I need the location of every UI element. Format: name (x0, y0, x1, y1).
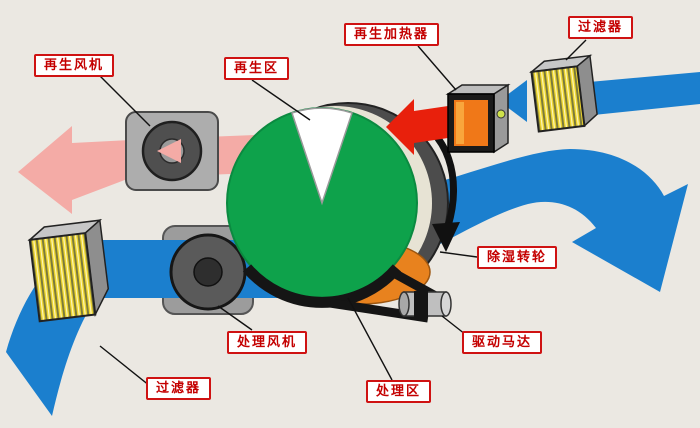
label-regen-zone: 再生区 (224, 57, 290, 80)
process-air-outlet-arrow (400, 149, 688, 292)
leader-regen-fan (99, 75, 151, 127)
regeneration-heater (445, 83, 511, 154)
label-process-fan: 处理风机 (227, 331, 308, 354)
filter-top-right (529, 54, 598, 133)
filter-bottom-left (27, 218, 110, 323)
leader-process-fan (217, 305, 253, 331)
heater-indicator-light (496, 109, 506, 119)
regeneration-fan (125, 111, 219, 191)
leader-filter-top (565, 39, 587, 61)
leader-process-zone (347, 297, 393, 381)
label-process-zone: 处理区 (366, 380, 432, 403)
leader-regen-zone (251, 79, 311, 121)
label-regen-heater: 再生加热器 (344, 23, 440, 46)
label-filter-top: 过滤器 (568, 16, 634, 39)
label-filter-bottom: 过滤器 (146, 377, 212, 400)
rotary-wheel (226, 102, 449, 305)
label-regen-fan: 再生风机 (34, 54, 115, 77)
process-fan (169, 233, 247, 311)
wheel-regen-sector (291, 107, 353, 206)
label-drive-motor: 驱动马达 (462, 331, 543, 354)
leader-regen-heater (417, 45, 457, 91)
regen-fan-arrowhead-icon (157, 139, 181, 163)
hot-air-arrow (386, 99, 448, 155)
leader-lines (99, 39, 587, 387)
belt-on-roller (414, 291, 428, 318)
leader-wheel (439, 251, 478, 258)
drive-motor-roller (398, 291, 452, 318)
regen-inlet-arrowhead-icon (499, 80, 527, 122)
label-wheel: 除湿转轮 (477, 246, 558, 269)
leader-filter-bottom (99, 345, 151, 387)
